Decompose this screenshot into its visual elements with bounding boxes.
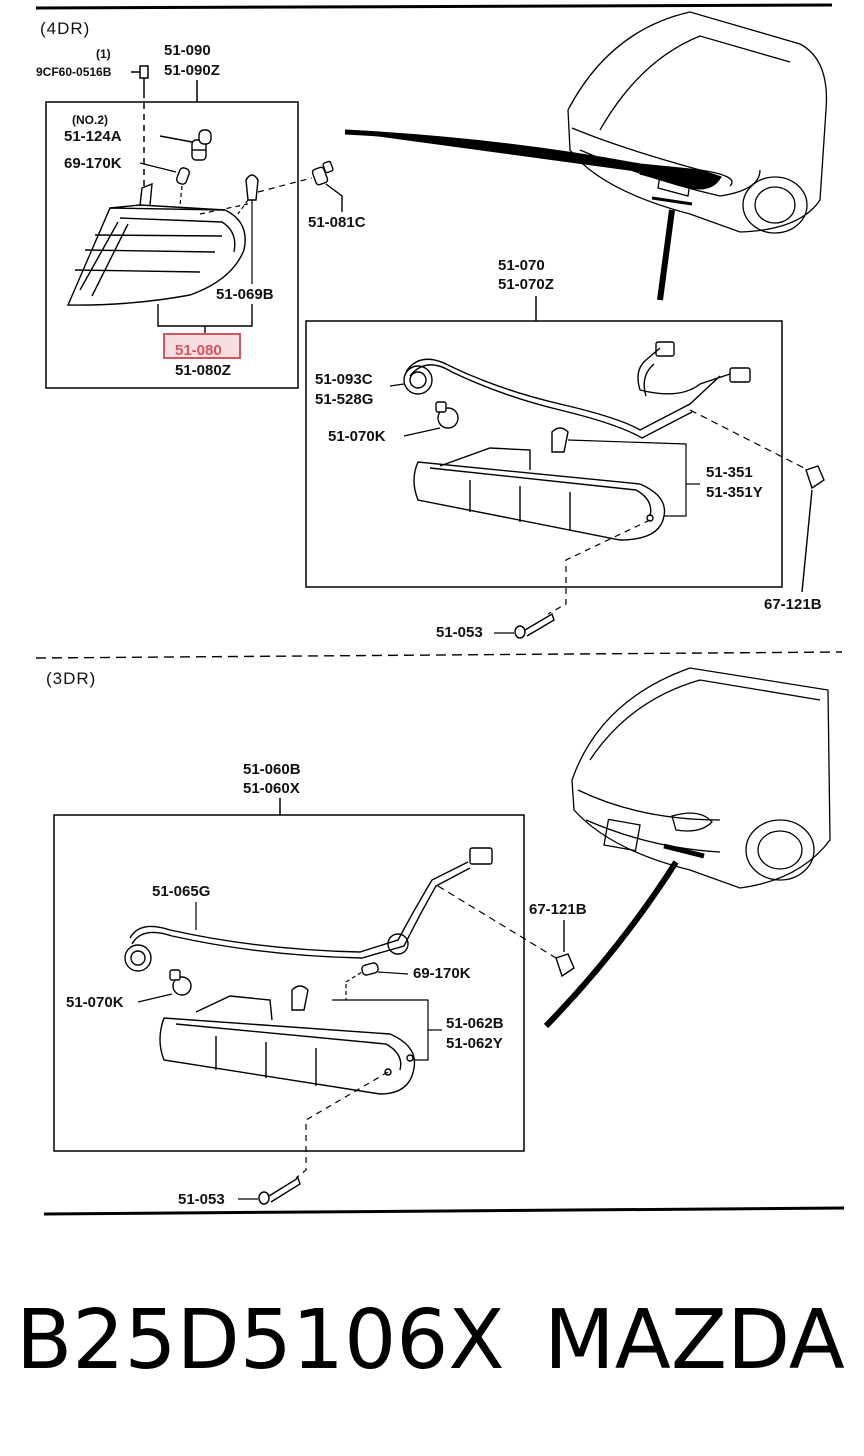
part-label-51-070z: 51-070Z bbox=[498, 276, 554, 293]
part-label-51-062b: 51-062B bbox=[446, 1015, 504, 1032]
clip-4dr-icon bbox=[805, 465, 825, 490]
clip-3dr-icon bbox=[555, 953, 575, 978]
part-label-51-060x: 51-060X bbox=[243, 780, 300, 797]
small-bulb-icon bbox=[175, 167, 191, 185]
bulb-front-3dr-icon bbox=[169, 969, 192, 996]
screw-part-label: 9CF60-0516B bbox=[36, 65, 112, 79]
part-label-51-081c: 51-081C bbox=[308, 214, 366, 231]
section-divider bbox=[35, 651, 843, 659]
section-4dr-title: (4DR) bbox=[40, 19, 91, 38]
part-label-69-170k-3dr: 69-170K bbox=[413, 965, 471, 982]
bulb-icon bbox=[191, 129, 212, 161]
part-label-67-121b-3dr: 67-121B bbox=[529, 901, 587, 918]
car-front-4dr-icon bbox=[567, 11, 828, 234]
screw-4dr-icon bbox=[514, 612, 555, 639]
lamp-pointer-4dr bbox=[344, 129, 722, 190]
small-bulb-3dr-icon bbox=[361, 962, 379, 976]
lamp-3dr-box bbox=[53, 814, 525, 1152]
front-lamp-box bbox=[305, 320, 783, 588]
screw-icon bbox=[131, 65, 149, 92]
bulb-no-label: (NO.2) bbox=[72, 113, 108, 127]
part-label-51-528g: 51-528G bbox=[315, 391, 374, 408]
part-label-51-080z: 51-080Z bbox=[175, 362, 231, 379]
car-front-3dr-icon bbox=[571, 667, 831, 889]
wire-harness-3dr-icon bbox=[124, 847, 493, 972]
part-label-51-070k-4dr: 51-070K bbox=[328, 428, 386, 445]
part-label-51-069b: 51-069B bbox=[216, 286, 274, 303]
part-label-51-060b: 51-060B bbox=[243, 761, 301, 778]
grommet-icon bbox=[311, 160, 334, 186]
part-number-caption: B25D5106X bbox=[16, 1293, 505, 1388]
part-label-69-170k-4dr: 69-170K bbox=[64, 155, 122, 172]
top-rule bbox=[35, 3, 833, 10]
part-label-51-351y: 51-351Y bbox=[706, 484, 763, 501]
bottom-rule bbox=[43, 1206, 845, 1216]
part-label-51-065g: 51-065G bbox=[152, 883, 211, 900]
part-label-51-080: 51-080 bbox=[175, 342, 222, 359]
corner-lamp-icon bbox=[66, 182, 246, 306]
screw-3dr-icon bbox=[258, 1176, 301, 1205]
part-label-51-093c: 51-093C bbox=[315, 371, 373, 388]
part-label-51-070k-3dr: 51-070K bbox=[66, 994, 124, 1011]
wire-harness-4dr-icon bbox=[403, 341, 751, 439]
socket-icon bbox=[245, 174, 259, 201]
lamp-pointer-3dr bbox=[543, 860, 679, 1029]
part-label-51-090: 51-090 bbox=[164, 42, 211, 59]
part-label-51-062y: 51-062Y bbox=[446, 1035, 503, 1052]
part-label-51-090z: 51-090Z bbox=[164, 62, 220, 79]
part-label-67-121b-4dr: 67-121B bbox=[764, 596, 822, 613]
part-label-51-053-3dr: 51-053 bbox=[178, 1191, 225, 1208]
lens-3dr-icon bbox=[159, 995, 416, 1095]
highlight-box bbox=[163, 333, 241, 359]
part-label-51-070: 51-070 bbox=[498, 257, 545, 274]
part-label-51-351: 51-351 bbox=[706, 464, 753, 481]
part-label-51-053-4dr: 51-053 bbox=[436, 624, 483, 641]
section-3dr-title: (3DR) bbox=[46, 669, 97, 688]
part-label-51-124a: 51-124A bbox=[64, 128, 122, 145]
bulb-front-4dr-icon bbox=[435, 401, 459, 429]
brand-caption: MAZDA bbox=[544, 1293, 845, 1388]
lens-4dr-icon bbox=[413, 447, 666, 541]
corner-lamp-box bbox=[45, 101, 299, 389]
screw-qty-label: (1) bbox=[96, 47, 111, 61]
